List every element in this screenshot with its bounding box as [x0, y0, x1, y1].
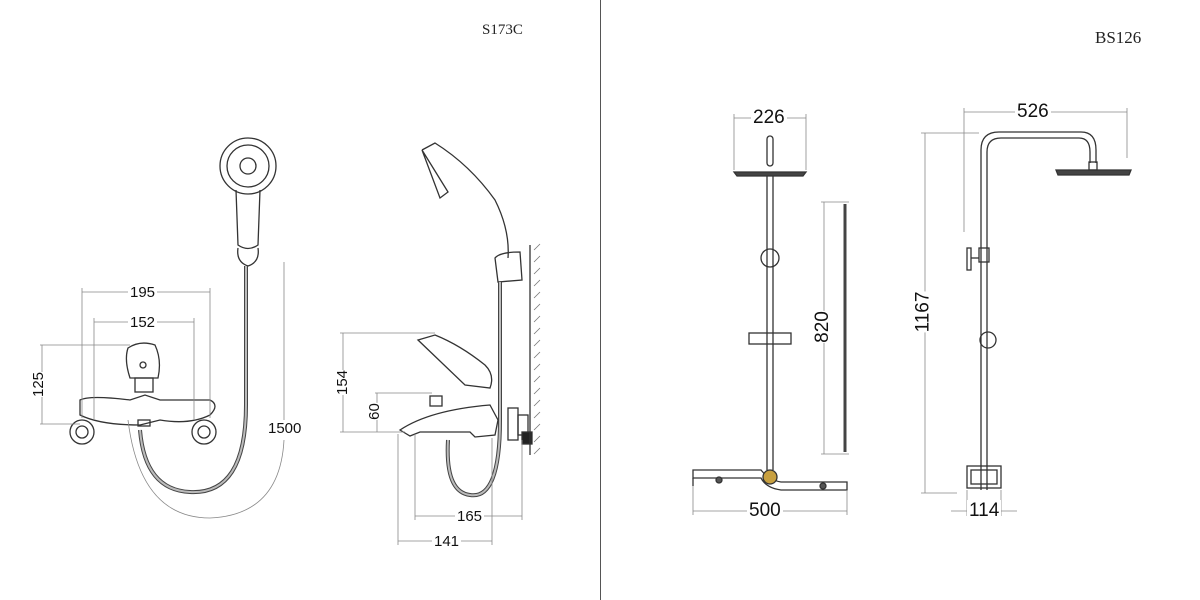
panel-divider — [600, 0, 601, 600]
s173c-line-drawing — [40, 137, 541, 545]
dim-spout-height: 60 — [365, 403, 383, 420]
dim-spout-projection: 141 — [432, 533, 462, 550]
bs126-line-drawing — [692, 108, 1132, 516]
dim-hose-length-820: 820 — [811, 311, 834, 343]
s173c-drawing-panel: S173C — [30, 22, 541, 550]
dim-bar-width: 500 — [747, 500, 783, 522]
dim-overall-width: 195 — [128, 284, 158, 301]
model-code-bs126: BS126 — [1095, 28, 1142, 47]
dim-lever-height: 154 — [334, 369, 352, 396]
dim-total-height: 1167 — [912, 291, 935, 333]
model-code-s173c: S173C — [482, 22, 523, 38]
dim-arm-reach: 526 — [1015, 101, 1051, 123]
bs126-drawing-panel: BS126 — [601, 0, 1200, 600]
dim-head-diameter: 226 — [751, 107, 787, 129]
dim-mixer-depth: 114 — [967, 500, 1002, 522]
dim-inlet-spacing: 152 — [128, 314, 158, 331]
handshower-head-icon — [219, 137, 277, 195]
dim-hose-length: 1500 — [268, 420, 302, 437]
dim-wall-to-spout: 165 — [455, 508, 485, 525]
dim-height: 125 — [30, 371, 48, 398]
rain-shower-head-icon — [732, 171, 808, 177]
